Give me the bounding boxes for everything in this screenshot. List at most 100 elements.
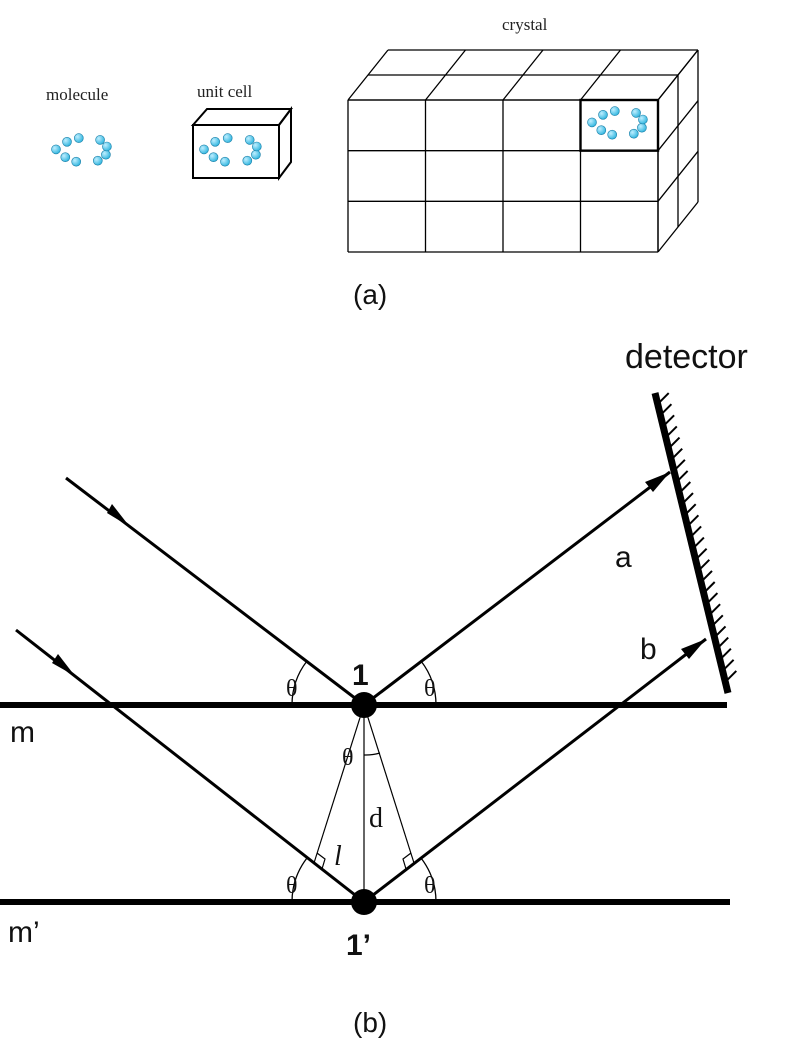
molecule-atom [101,149,111,160]
molecule-atom [71,156,81,167]
molecule-atom [607,129,618,140]
perpendicular-left [313,704,365,864]
plane-label-m: m [10,716,35,749]
plane-label-m-prime: m’ [8,916,40,949]
detector-hatch-line [724,670,738,683]
detector-hatch-line [716,636,729,650]
molecule-atom [638,114,648,125]
diffracted-ray-a [363,470,671,707]
detector-hatch-line [694,547,708,561]
crystal-label: crystal [502,15,548,34]
molecule-atom [102,141,112,152]
right-angle-mark-left [316,852,326,870]
perpendicular-right [363,704,415,864]
panel-a-caption: (a) [353,279,387,310]
molecule-atom [93,155,103,166]
theta-label-1-lower: θ [342,745,354,771]
molecule-atom [628,128,639,139]
molecule-atom [251,149,261,160]
lattice-line [657,49,699,101]
detector-hatch-line [681,492,694,505]
molecule-atom [60,152,71,162]
molecule-atom [587,117,597,128]
right-angle-mark-right [402,852,412,870]
detector-hatch-line [675,470,689,483]
lattice-line [502,49,544,101]
incident-arrow-2 [52,654,75,676]
ray-label-b: b [640,633,657,666]
detector-hatching [656,392,738,683]
detector-hatch-line [721,659,735,672]
incident-arrow-1 [107,504,130,527]
lattice-line [579,49,622,101]
angle-arc-1-left [291,660,308,706]
molecule-atom [242,155,253,166]
spacing-label-d: d [369,803,383,834]
point-label-1: 1 [352,659,369,692]
panel-b-caption: (b) [353,1007,387,1038]
detector-hatch-line [692,536,705,550]
angle-arc-2-left [291,857,308,903]
detector-hatch-line [662,414,675,428]
molecule-atom [637,122,647,133]
highlighted-unit-cell [579,98,660,152]
arrow-head-b [681,639,706,659]
path-label-l: l [334,841,342,872]
molecule [51,133,112,167]
detector-hatch-line [708,603,721,616]
lattice-line [424,49,467,101]
molecule-atom [51,144,61,155]
molecule-atom [631,108,641,118]
detector-hatch-line [719,647,732,661]
detector-screen [651,392,732,694]
molecule-atom [222,133,233,143]
molecule-atom [251,141,262,152]
detector-hatch-line [686,514,700,528]
theta-label-2-right: θ [424,873,436,899]
detector-hatch-line [697,559,711,572]
point-label-1-prime: 1’ [346,929,371,962]
molecule-atom [208,152,219,162]
molecule-atom [74,133,84,143]
atom-1-prime [351,889,377,915]
molecule-atom [244,135,255,145]
detector-label: detector [625,338,748,376]
arrow-head-a [645,472,670,492]
lattice-line [657,100,699,152]
detector-hatch-line [673,459,686,472]
molecule-atom [596,125,607,135]
lattice-line [347,49,389,101]
diffracted-ray-b [363,637,707,904]
molecule-atom [609,106,620,116]
crystal-lattice [347,49,699,253]
detector-hatch-line [683,503,697,516]
panel-b: θ θ θ θ θ d l 1 1’ m m’ a b detector (b) [0,338,748,1038]
detector-hatch-line [667,436,681,450]
molecule-atom [598,110,608,120]
detector-hatch-line [665,425,678,439]
crystal-cell-molecule [587,106,648,140]
detector-hatch-line [659,403,673,416]
unit-cell-box [190,106,293,181]
theta-label-2-left: θ [286,873,298,899]
molecule-atom [95,135,105,145]
detector-hatch-line [705,592,719,605]
detector-hatch-line [670,447,683,461]
detector-hatch-line [711,614,724,628]
theta-label-1-left: θ [286,676,298,702]
lattice-line [657,150,699,202]
detector-hatch-line [689,525,702,539]
detector-hatch-line [713,625,727,639]
theta-label-1-right: θ [424,676,436,702]
panel-a: molecule unit cell crystal (a) [46,15,699,310]
molecule-label: molecule [46,85,108,104]
atom-1 [351,692,377,718]
detector-hatch-line [656,392,670,405]
detector-hatch-line [702,581,716,594]
molecule-atom [210,137,220,147]
unit-cell-molecule [199,133,262,167]
molecule-atom [220,156,230,167]
angle-arc-1-lower [363,752,381,756]
unit-cell-label: unit cell [197,82,253,101]
